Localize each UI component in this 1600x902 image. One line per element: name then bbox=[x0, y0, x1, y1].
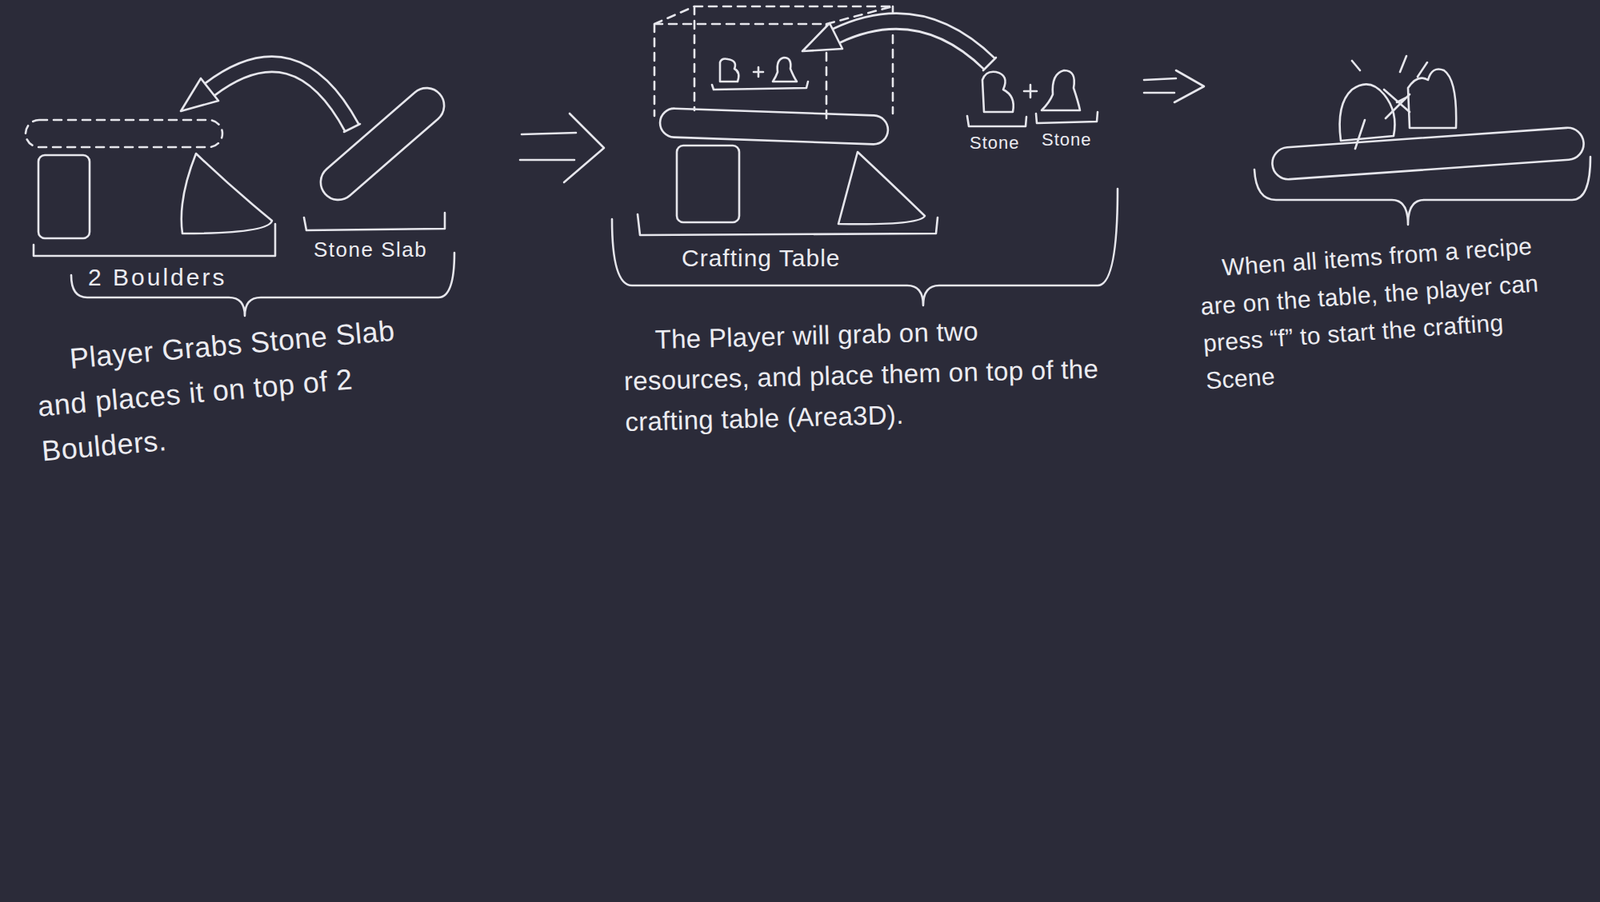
then-arrow bbox=[520, 113, 604, 183]
part-label: Stone Slab bbox=[313, 233, 428, 266]
brace bbox=[612, 188, 1118, 306]
plus-sign bbox=[753, 67, 764, 77]
move-arrow bbox=[836, 20, 990, 64]
table-slab bbox=[659, 108, 888, 145]
then-arrow bbox=[1144, 70, 1204, 103]
stone-icon bbox=[1041, 70, 1080, 111]
slab-target-outline bbox=[25, 120, 223, 148]
plus-sign bbox=[1024, 84, 1037, 98]
table-slab bbox=[1271, 126, 1585, 180]
bracket bbox=[712, 81, 808, 90]
panel-two bbox=[612, 6, 1118, 306]
part-label: Stone bbox=[969, 129, 1020, 157]
part-label: 2 Boulders bbox=[88, 259, 227, 297]
stone-icon bbox=[1408, 69, 1456, 129]
move-arrow bbox=[209, 64, 352, 128]
boulder bbox=[676, 145, 740, 223]
move-arrow bbox=[344, 124, 360, 132]
then-arrow bbox=[1144, 70, 1204, 103]
bracket bbox=[637, 214, 938, 236]
step-note: Player Grabs Stone Slab and places it on… bbox=[32, 307, 419, 474]
part-label: Crafting Table bbox=[681, 240, 841, 278]
step-note: The Player will grab on two resources, a… bbox=[622, 307, 1106, 443]
boulder bbox=[838, 152, 925, 224]
brace bbox=[1254, 156, 1591, 225]
arrow-head bbox=[802, 23, 843, 52]
boulder bbox=[181, 153, 272, 234]
brace bbox=[71, 252, 455, 316]
step-note: When all items from a recipe are on the … bbox=[1196, 225, 1575, 400]
panel-one bbox=[25, 64, 455, 316]
bracket bbox=[33, 224, 276, 256]
move-arrow bbox=[209, 64, 352, 128]
boulder bbox=[38, 155, 90, 239]
then-arrow bbox=[520, 113, 604, 183]
move-arrow bbox=[983, 57, 996, 71]
arrow-head bbox=[180, 78, 219, 112]
part-label: Stone bbox=[1041, 126, 1092, 154]
bracket bbox=[304, 212, 445, 231]
bracket bbox=[1036, 112, 1098, 124]
panel-three bbox=[1254, 56, 1591, 225]
spark-lines bbox=[1352, 56, 1428, 149]
stone-icon bbox=[772, 57, 797, 82]
stone-icon bbox=[720, 59, 739, 83]
move-arrow bbox=[836, 20, 990, 64]
stone-icon bbox=[982, 72, 1014, 112]
bracket bbox=[967, 116, 1027, 127]
